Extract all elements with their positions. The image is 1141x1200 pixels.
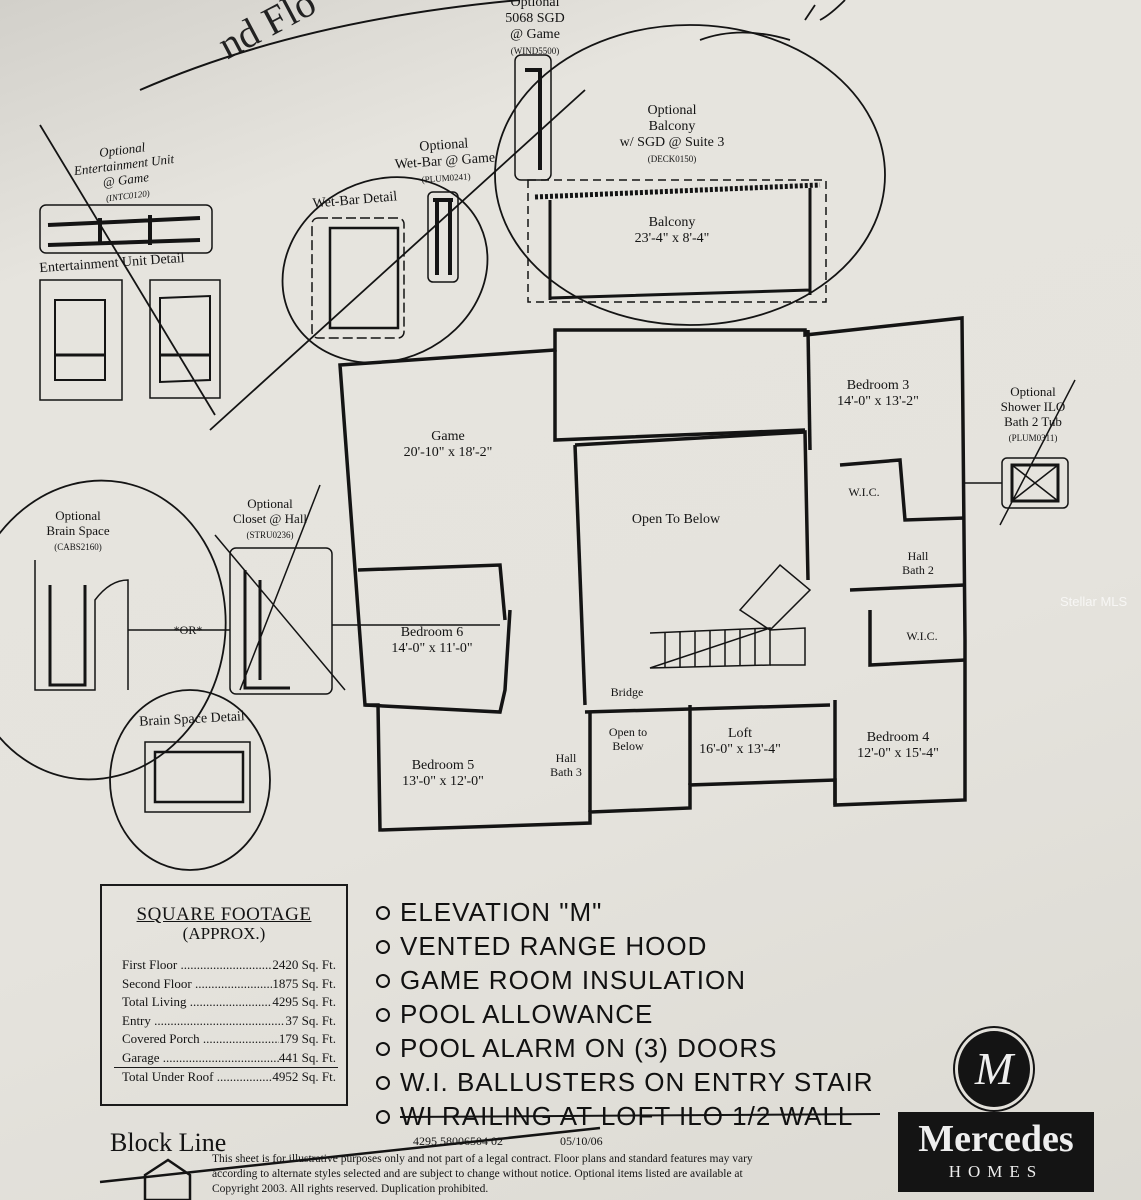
title-arc-line	[139, 0, 521, 91]
handwritten-note: POOL ALARM ON (3) DOORS	[400, 1033, 778, 1063]
note-bullet	[376, 906, 390, 920]
sqft-row: Second Floor1875 Sq. Ft.	[102, 975, 346, 994]
note-bullet	[376, 1110, 390, 1124]
hand-drawn-circles	[0, 0, 886, 871]
square-footage-table: SQUARE FOOTAGE (APPROX.) First Floor2420…	[100, 884, 348, 1106]
sqft-total-row: Total Under Roof4952 Sq. Ft.	[114, 1067, 338, 1087]
sqft-row: First Floor2420 Sq. Ft.	[102, 956, 346, 975]
sqft-row: Covered Porch179 Sq. Ft.	[102, 1030, 346, 1049]
room-wic-2: W.I.C.	[906, 629, 938, 643]
handwritten-note: ELEVATION "M"	[400, 897, 603, 927]
handwritten-note: VENTED RANGE HOOD	[400, 931, 708, 961]
or-label: *OR*	[173, 623, 203, 637]
room-open-to-below: Open To Below	[631, 512, 721, 527]
room-bridge: Bridge	[610, 685, 644, 699]
equal-housing-icon	[143, 1158, 192, 1200]
exterior-walls	[338, 316, 967, 832]
stairs	[649, 563, 812, 669]
plan-date: 05/10/06	[560, 1134, 603, 1148]
block-line-rule	[99, 1126, 601, 1184]
handwritten-note: POOL ALLOWANCE	[400, 999, 654, 1029]
note-bullet	[376, 1076, 390, 1090]
wet-bar-drawing	[311, 191, 459, 339]
handwritten-note: W.I. BALLUSTERS ON ENTRY STAIR	[400, 1067, 874, 1097]
strikethrough-line	[399, 1113, 881, 1118]
sqft-row: Entry37 Sq. Ft.	[102, 1012, 346, 1031]
square-footage-subtitle: (APPROX.)	[182, 924, 266, 943]
note-bullet	[376, 1008, 390, 1022]
note-bullet	[376, 974, 390, 988]
room-wic-1: W.I.C.	[848, 485, 880, 499]
square-footage-title: SQUARE FOOTAGE	[136, 904, 312, 925]
brand-logo: Mercedes HOMES	[898, 1112, 1094, 1192]
note-bullet	[376, 1042, 390, 1056]
handwritten-note-struck: WI RAILING AT LOFT ILO 1/2 WALL	[400, 1101, 854, 1131]
shower-drawing	[965, 379, 1076, 526]
entertainment-drawing	[39, 89, 586, 431]
watermark: Stellar MLS	[1060, 594, 1128, 609]
plan-code: 4295 58006504 02	[413, 1134, 503, 1148]
note-bullet	[376, 940, 390, 954]
brand-emblem: M	[953, 1026, 1035, 1112]
block-line-label: Block Line	[110, 1128, 227, 1157]
brain-space-drawing	[34, 484, 500, 813]
sqft-row: Total Living4295 Sq. Ft.	[102, 993, 346, 1012]
disclaimer: This sheet is for illustrative purposes …	[212, 1153, 753, 1195]
handwritten-note: GAME ROOM INSULATION	[400, 965, 746, 995]
sqft-row: Garage441 Sq. Ft.	[102, 1049, 346, 1068]
balcony-drawing	[514, 54, 827, 303]
